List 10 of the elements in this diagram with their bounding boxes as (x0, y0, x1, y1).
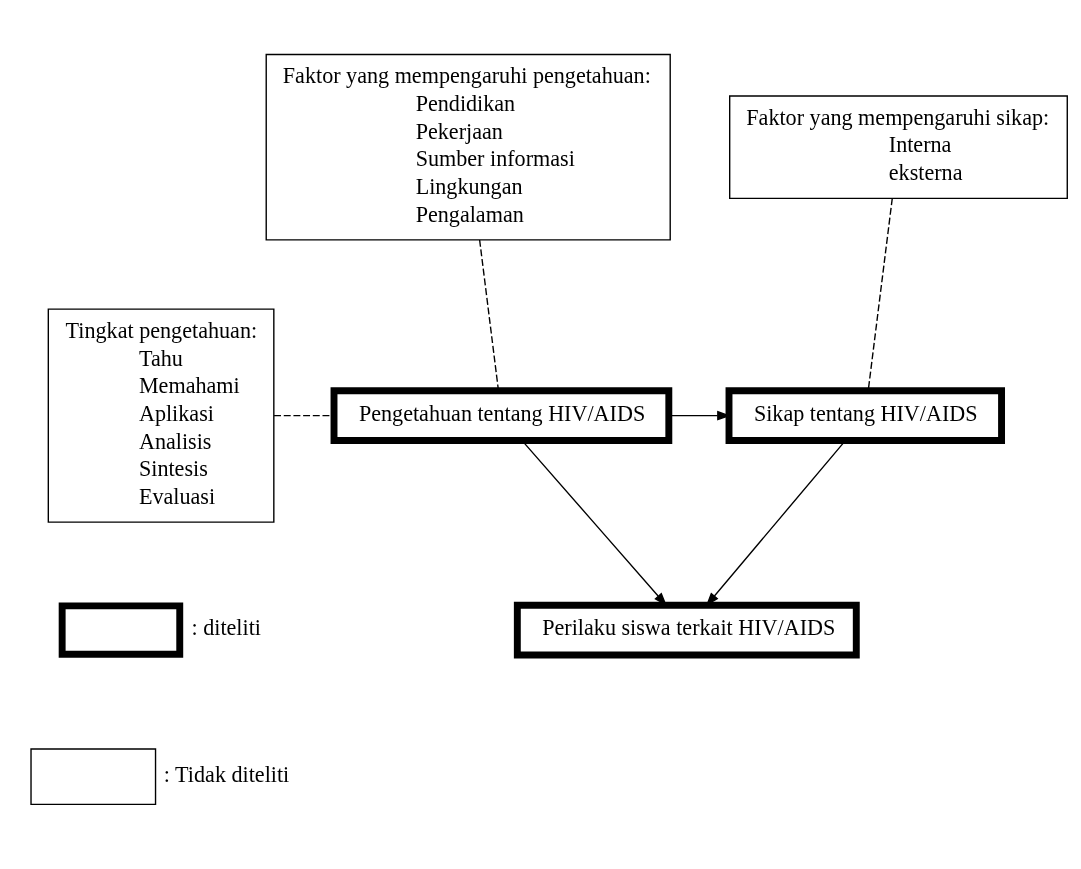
legend-label: : Tidak diteliti (163, 761, 290, 787)
node-box: Faktor yang mempengaruhi pengetahuan: Pendidikan Pekerjaan Sumber informasi Lingkungan Pengalaman (265, 53, 671, 241)
node-box: Tingkat pengetahuan: Tahu Memahami Aplikasi Analisis Sintesis Evaluasi (47, 307, 275, 523)
node-box: Pengetahuan tentang HIV/AIDS (330, 386, 673, 444)
connector (478, 238, 500, 391)
node-box: Faktor yang mempengaruhi sikap: Interna eksterna (729, 94, 1068, 199)
legend-label: : diteliti (191, 614, 261, 640)
connector (867, 197, 893, 391)
node-box: Perilaku siswa terkait HIV/AIDS (513, 601, 860, 658)
node-box: Sikap tentang HIV/AIDS (725, 386, 1005, 444)
